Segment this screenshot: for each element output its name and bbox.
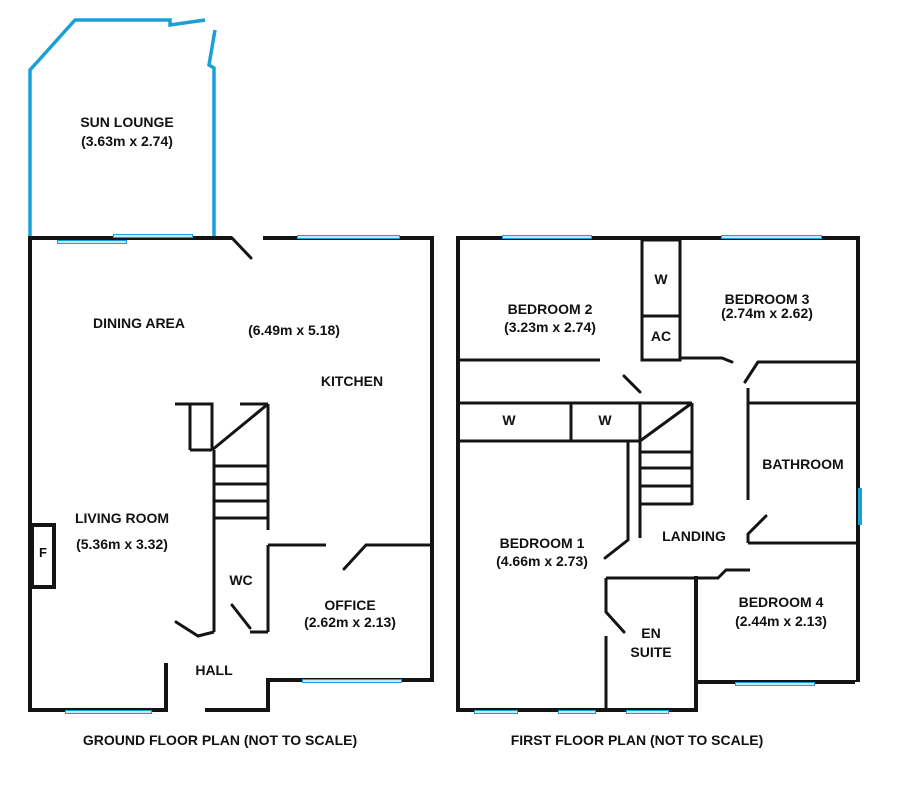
bedroom4-door-jamb [716, 568, 728, 580]
wardrobes-row [456, 401, 642, 443]
wc-door [230, 603, 252, 630]
bedroom2-door [622, 374, 642, 394]
bedroom3-door [743, 360, 760, 384]
bedroom3-door-jamb [720, 356, 734, 364]
office-door [342, 543, 368, 571]
landing-label: LANDING [662, 528, 726, 544]
bedroom2-label: BEDROOM 2 [508, 301, 593, 317]
office-label: OFFICE [324, 597, 375, 613]
sun-lounge-size: (3.63m x 2.74) [81, 133, 173, 149]
stairs-ground-diagonal [211, 402, 269, 452]
hall-door [174, 620, 200, 638]
living-room-label: LIVING ROOM [75, 510, 169, 526]
bathroom-door [746, 514, 768, 536]
en-suite-label-line1: EN [641, 625, 660, 641]
bedroom4-size: (2.44m x 2.13) [735, 613, 827, 629]
stairs-first-diagonal [639, 401, 693, 443]
hall-door-jamb [197, 630, 215, 638]
wc-label: WC [229, 572, 252, 588]
living-room-size: (5.36m x 3.32) [76, 536, 168, 552]
hall-label: HALL [195, 662, 233, 678]
sun-lounge-outline-right [207, 29, 217, 238]
en-suite-door [604, 610, 626, 634]
sun-lounge-label: SUN LOUNGE [80, 114, 173, 130]
fireplace-label: F [39, 545, 47, 560]
wardrobe-mid-label: W [598, 412, 612, 428]
stairs-ground-landing [175, 402, 214, 450]
ground-floor-caption: GROUND FLOOR PLAN (NOT TO SCALE) [83, 732, 357, 748]
wardrobe-left-label: W [502, 412, 516, 428]
first-floor-caption: FIRST FLOOR PLAN (NOT TO SCALE) [511, 732, 764, 748]
office-size: (2.62m x 2.13) [304, 614, 396, 630]
sun-lounge-outline [28, 18, 206, 238]
first-windows [474, 235, 862, 714]
wardrobe-ac-column [640, 238, 682, 362]
bedroom1-door [603, 538, 630, 560]
bathroom-label: BATHROOM [762, 456, 843, 472]
fireplace [30, 523, 56, 589]
dining-area-label: DINING AREA [93, 315, 185, 331]
first-floor-plan: BEDROOM 2 (3.23m x 2.74) W AC BEDROOM 3 … [456, 235, 862, 748]
bedroom2-size: (3.23m x 2.74) [504, 319, 596, 335]
wardrobe-top-label: W [654, 271, 668, 287]
en-suite-label-line2: SUITE [630, 644, 671, 660]
bedroom3-size: (2.74m x 2.62) [721, 305, 813, 321]
ground-floor-plan: SUN LOUNGE (3.63m x 2.74) DINING AREA (6… [28, 18, 434, 748]
bedroom1-size: (4.66m x 2.73) [496, 553, 588, 569]
bedroom3-label: BEDROOM 3 [725, 291, 810, 307]
kitchen-size: (6.49m x 5.18) [248, 322, 340, 338]
bedroom1-label: BEDROOM 1 [500, 535, 585, 551]
airing-cupboard-label: AC [651, 328, 671, 344]
ground-windows [57, 234, 402, 714]
kitchen-label: KITCHEN [321, 373, 383, 389]
kitchen-door [230, 236, 253, 260]
bedroom4-label: BEDROOM 4 [739, 594, 824, 610]
